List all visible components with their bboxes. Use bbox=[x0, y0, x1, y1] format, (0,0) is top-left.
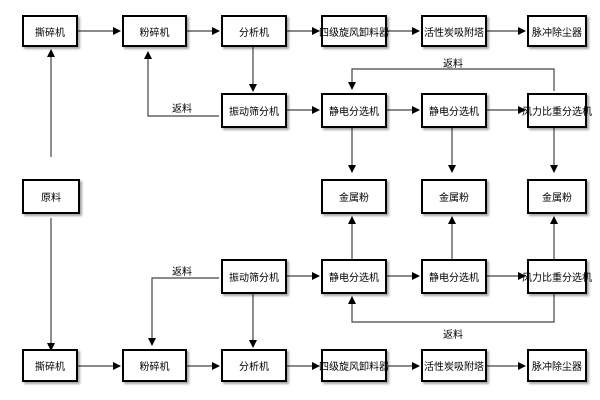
bottom-vibrating-sieve-box: 振动筛分机 bbox=[221, 259, 287, 294]
arrow-return-top-left bbox=[144, 51, 219, 117]
bottom-electrostatic-separator-2-box: 静电分选机 bbox=[421, 259, 487, 294]
raw-material-box: 原料 bbox=[22, 179, 80, 214]
bottom-dust-collector-box: 脉冲除尘器 bbox=[527, 349, 587, 382]
bottom-electrostatic-separator-1-box: 静电分选机 bbox=[321, 259, 387, 294]
top-crusher-box: 粉碎机 bbox=[122, 15, 187, 47]
top-electrostatic-separator-2-box: 静电分选机 bbox=[421, 93, 487, 128]
top-shredder-box: 撕碎机 bbox=[22, 15, 78, 47]
top-electrostatic-separator-1-box: 静电分选机 bbox=[321, 93, 387, 128]
return-label-bottom-left: 返料 bbox=[172, 267, 192, 278]
top-carbon-tower-box: 活性炭吸附塔 bbox=[421, 15, 487, 47]
top-cyclone-box: 四级旋风卸料器 bbox=[319, 15, 389, 47]
arrow-return-bottom-right bbox=[348, 294, 555, 323]
bottom-analyzer-box: 分析机 bbox=[221, 349, 287, 382]
bottom-carbon-tower-box: 活性炭吸附塔 bbox=[421, 349, 487, 382]
metal-powder-2-box: 金属粉 bbox=[421, 179, 487, 214]
return-label-top-left: 返料 bbox=[172, 104, 192, 115]
return-label-top-right: 返料 bbox=[443, 59, 463, 70]
metal-powder-1-box: 金属粉 bbox=[321, 179, 387, 214]
return-label-bottom-right: 返料 bbox=[443, 330, 463, 341]
metal-powder-3-box: 金属粉 bbox=[527, 179, 587, 214]
bottom-shredder-box: 撕碎机 bbox=[22, 349, 78, 382]
top-vibrating-sieve-box: 振动筛分机 bbox=[221, 93, 287, 128]
top-analyzer-box: 分析机 bbox=[221, 15, 287, 47]
bottom-cyclone-box: 四级旋风卸料器 bbox=[319, 349, 389, 382]
arrow-return-bottom-left bbox=[148, 277, 219, 346]
bottom-air-gravity-separator-box: 风力比重分选机 bbox=[522, 259, 592, 294]
bottom-crusher-box: 粉碎机 bbox=[122, 349, 187, 382]
arrow-return-top-right bbox=[348, 68, 555, 91]
top-air-gravity-separator-box: 风力比重分选机 bbox=[522, 93, 592, 128]
top-dust-collector-box: 脉冲除尘器 bbox=[527, 15, 587, 47]
